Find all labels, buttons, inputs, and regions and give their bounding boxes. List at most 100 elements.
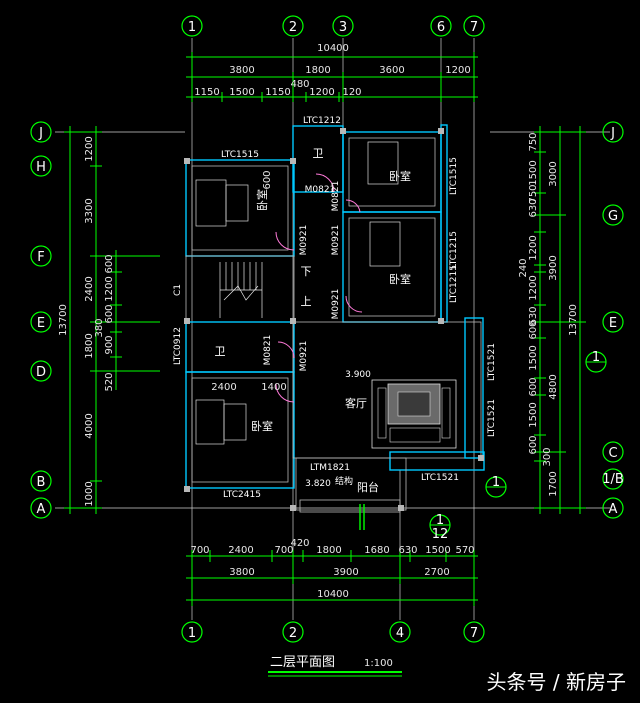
columns [184,128,484,511]
grid-label: J [38,126,43,141]
dim-value: 380 [94,318,105,337]
grid-label: 6 [437,20,445,35]
dim-value: 570 [455,545,474,556]
room-bath-w: 卫 [215,345,226,358]
room-bedroom-nw: 卧室 [255,189,269,211]
dim-value: 3900 [548,255,559,280]
room-labels: 卧室 卧室 卧室 卧室 卫 卫 下 上 客厅 阳台 结构 [215,147,412,494]
window-label: LTC1515 [449,157,459,195]
dim-value: 700 [190,545,209,556]
room-dim: 1400 [261,382,286,393]
dim-value: 700 [274,545,293,556]
window-label: LTC1521 [487,399,497,437]
dim-value: 520 [104,372,115,391]
grid-label: J [610,126,615,141]
grid-label: H [36,160,46,175]
window-label: LTC1515 [221,150,259,160]
dim-value: 600 [104,304,115,323]
dim-value: 4800 [548,374,559,399]
grid-label: E [609,316,617,331]
grid-label: A [609,502,618,517]
dim-value: 1700 [548,471,559,496]
dim-value: 630 [398,545,417,556]
grid-sub-label: 12 [432,527,449,542]
dim-value: 1800 [316,545,341,556]
dim-value: 1150 [265,87,290,98]
dim-value: 2700 [424,567,449,578]
dim-value: 2400 [228,545,253,556]
room-bedroom-e: 卧室 [389,272,411,286]
grid-label: D [36,365,46,380]
dim-value: 1500 [528,402,539,427]
dim-value: 1200 [309,87,334,98]
balcony-door-mark [359,504,365,530]
watermark: 头条号 / 新房子 [487,670,626,694]
dim-value: 1500 [229,87,254,98]
dim-value: 750 [528,132,539,151]
grid-label: 1 [188,20,196,35]
grid-label: 2 [289,20,297,35]
dim-value: 1800 [84,333,95,358]
dimensions-left [64,126,160,514]
dim-value: 3300 [84,198,95,223]
sofa-set [371,379,457,449]
dim-value: 1200 [84,136,95,161]
grid-sub-label: 1/B [602,472,624,487]
dim-value: 3600 [379,65,404,76]
dim-value: 300 [542,447,553,466]
grid-label: C [608,446,617,461]
room-dim: 600 [262,170,273,189]
dim-value: 10400 [317,43,349,54]
grid-bubbles-bottom: 1 2 4 7 1 12 [181,513,485,643]
grid-label: 1 [492,475,500,490]
window-label: LTC1212 [303,116,341,126]
window-label: LTC1521 [487,343,497,381]
dim-value: 630 [528,198,539,217]
door-label: M0821 [263,335,273,366]
staircase [219,262,263,318]
grid-label: 2 [289,626,297,641]
dimension-text-right: 750 1500 630 750 1200 240 1200 630 600 1… [518,132,579,496]
grid-bubbles-left: J H F E D B A [30,121,52,519]
grid-bubbles-top: 1 2 3 6 7 [181,15,485,37]
window-label: C1 [173,284,183,296]
dim-value: 3800 [229,65,254,76]
dim-value: 1500 [528,160,539,185]
drawing-title: 二层平面图 1:100 [268,655,402,677]
grid-label: E [37,316,45,331]
grid-label: 1 [188,626,196,641]
grid-label: 1 [592,350,600,365]
door-label: M0921 [299,225,309,256]
window-label: LTC0912 [173,327,183,365]
dim-value: 3800 [229,567,254,578]
dim-value: 10400 [317,589,349,600]
door-swings [275,173,363,403]
dim-value: 13700 [568,304,579,336]
dim-value: 1200 [104,276,115,301]
title-name: 二层平面图 [270,655,335,670]
dimensions-top [186,52,478,102]
grid-label: F [37,250,44,265]
door-label: LTM1821 [310,463,350,473]
dim-value: 3000 [548,161,559,186]
walls [185,124,485,513]
grid-label: 1 [436,513,444,528]
dim-value: 1200 [528,275,539,300]
dim-value: 600 [104,254,115,273]
dim-value: 600 [528,377,539,396]
grid-label: G [608,209,618,224]
door-label: M0921 [331,225,341,256]
room-balcony-sub: 结构 [335,475,353,487]
door-label: M0921 [299,341,309,372]
dim-value: 1500 [528,345,539,370]
dim-value: 1150 [194,87,219,98]
window-label: LTC1215 [449,265,459,303]
room-bedroom-ne: 卧室 [389,169,411,183]
dim-value: 1000 [84,481,95,506]
elevation-label: 3.900 [345,370,371,380]
dimension-text-top: 10400 3800 1800 3600 1200 1150 1500 1150… [194,43,470,98]
window-label: LTC1215 [449,231,459,269]
grid-bubbles-right: J G E 1 C 1/B A 1 [485,121,624,519]
grid-label: 3 [339,20,347,35]
grid-label: A [37,502,46,517]
